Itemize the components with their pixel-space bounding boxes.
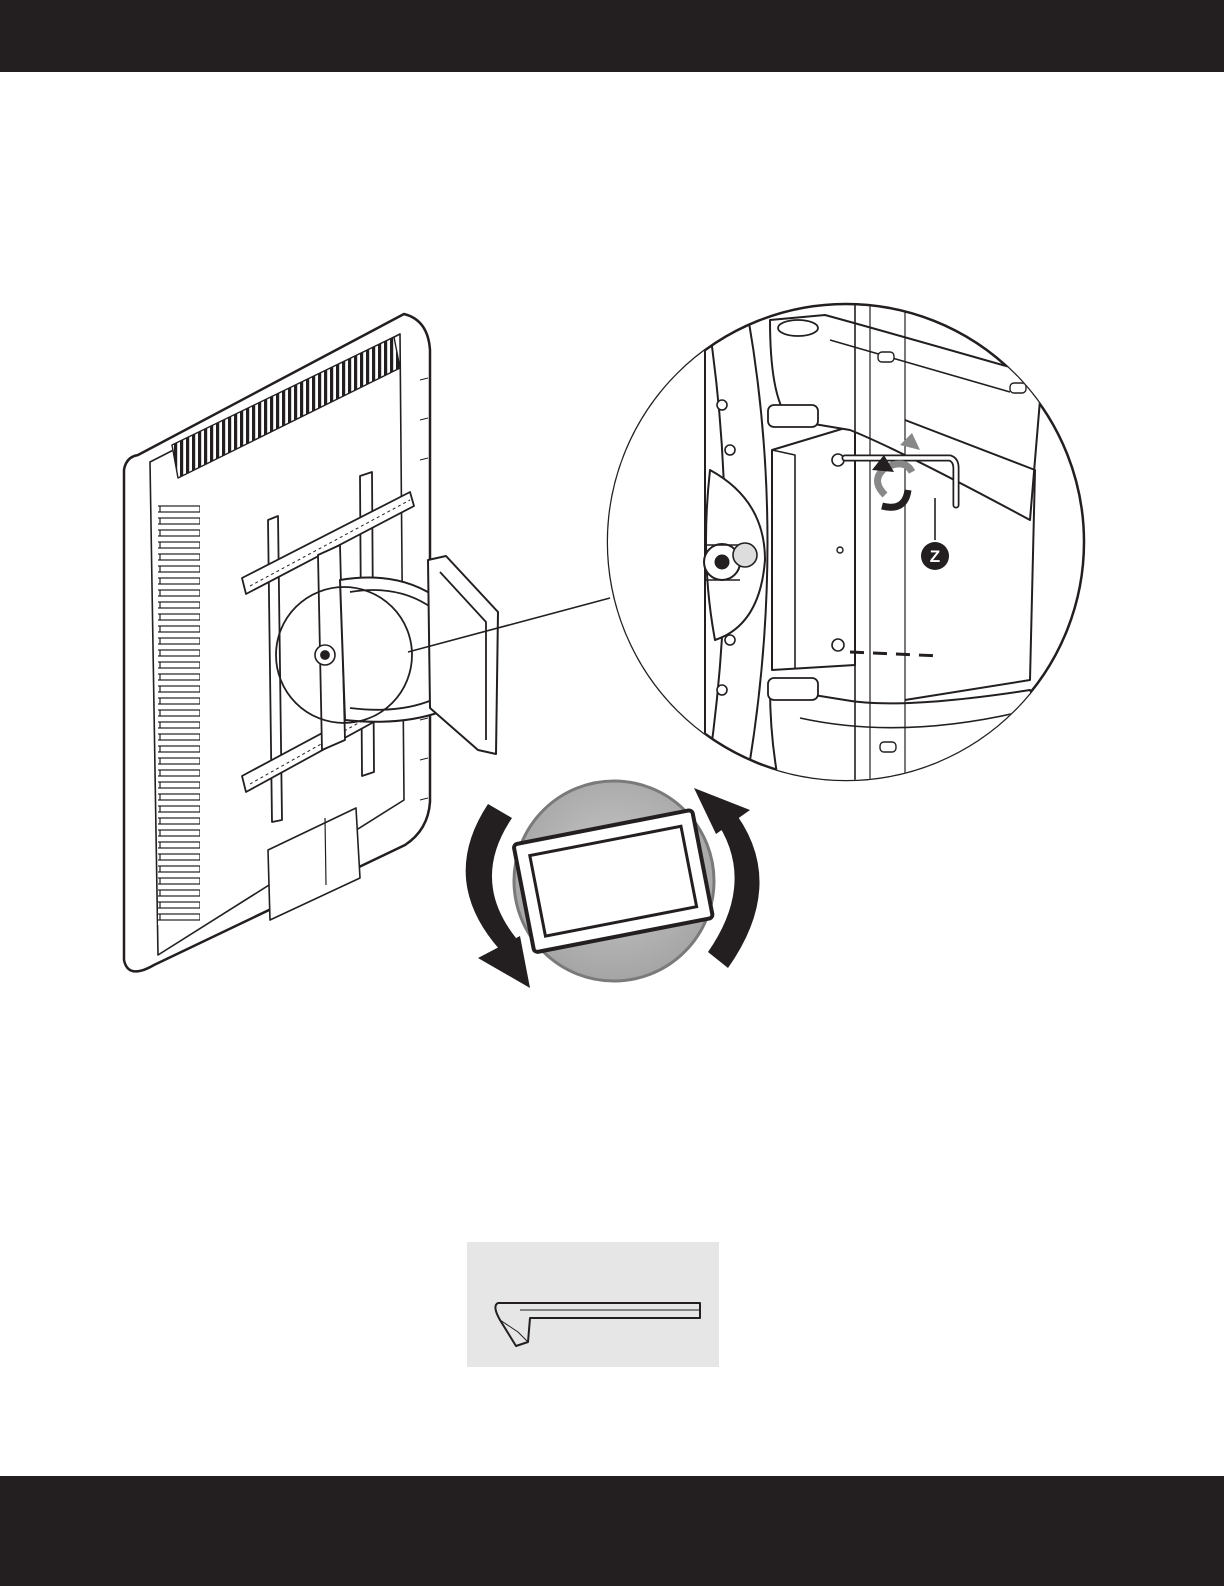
detail-magnifier: Z — [600, 290, 1084, 800]
hex-key-icon — [467, 1242, 719, 1367]
callout-letter: Z — [930, 547, 940, 566]
side-vent-slots — [158, 505, 200, 925]
rotate-arrows-icon — [466, 781, 760, 988]
